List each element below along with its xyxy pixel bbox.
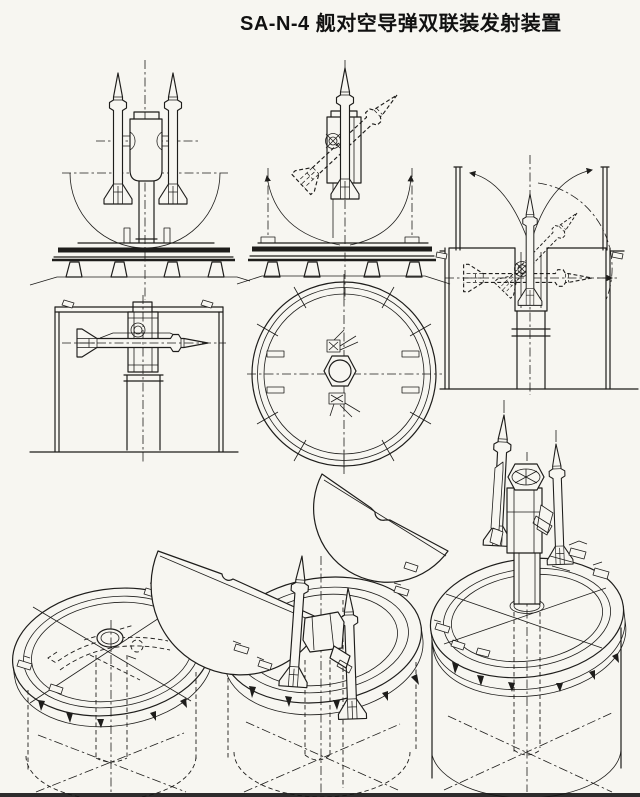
view-perspective-opening bbox=[150, 473, 449, 797]
scan-edge-artifact bbox=[0, 793, 640, 797]
view-front-elevation-raised bbox=[29, 60, 251, 300]
view-plan-cover bbox=[247, 274, 442, 474]
view-side-elevation-raised bbox=[236, 60, 451, 300]
view-side-section-stowed bbox=[29, 295, 239, 462]
view-section-hatch-open bbox=[435, 155, 639, 395]
page-title: SA-N-4 舰对空导弹双联装发射装置 bbox=[240, 13, 562, 35]
view-perspective-raised bbox=[429, 400, 627, 797]
